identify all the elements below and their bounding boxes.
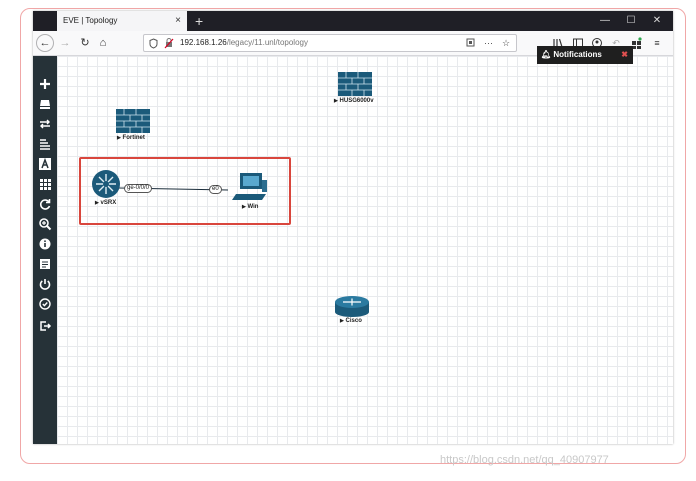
tab-bar: EVE | Topology × + — ☐ ✕	[33, 11, 673, 31]
logout-icon[interactable]	[37, 318, 53, 334]
node-name-vsrx: vSRX	[100, 200, 117, 206]
pc-icon-win[interactable]	[232, 173, 267, 200]
home-button[interactable]: ⌂	[99, 37, 107, 49]
new-tab-button[interactable]: +	[195, 13, 204, 29]
url-path: /legacy/11.unl/topology	[226, 38, 308, 47]
highlight-box	[79, 157, 291, 225]
check-icon[interactable]	[37, 296, 53, 312]
undo-icon[interactable]: ↶	[612, 38, 620, 48]
node-name-husg6000v: HUSG6000v	[339, 98, 374, 104]
node-name-fortinet: Fortinet	[122, 135, 145, 141]
refresh-icon[interactable]	[37, 196, 53, 212]
forward-button[interactable]: →	[59, 37, 71, 49]
close-window-button[interactable]: ✕	[652, 15, 662, 26]
text-icon[interactable]	[37, 156, 53, 172]
interface-label-ge-0-0-0[interactable]: ge-0/0/0	[124, 184, 153, 193]
firewall-icon-husg6000v[interactable]	[338, 72, 372, 96]
nodes-icon[interactable]	[37, 96, 53, 112]
maximize-button[interactable]: ☐	[626, 15, 636, 26]
url-bar[interactable]: 192.168.1.26/legacy/11.unl/topology ··· …	[143, 34, 517, 52]
reload-button[interactable]: ↻	[80, 37, 90, 49]
qr-code-icon[interactable]	[466, 35, 475, 56]
bell-icon: 🔔︎	[541, 50, 552, 59]
eve-sidebar	[33, 56, 57, 444]
info-icon[interactable]	[37, 236, 53, 252]
startup-configs-icon[interactable]	[37, 136, 53, 152]
insecure-lock-icon[interactable]	[164, 35, 174, 57]
networks-icon[interactable]	[37, 116, 53, 132]
zoom-icon[interactable]	[37, 216, 53, 232]
back-button[interactable]: ←	[36, 34, 54, 52]
menu-icon[interactable]: ≡	[654, 38, 660, 48]
node-label-vsrx[interactable]: ▶ vSRX	[95, 200, 117, 206]
minimize-button[interactable]: —	[600, 15, 610, 26]
node-label-win[interactable]: ▶ Win	[242, 204, 259, 210]
url-host: 192.168.1.26	[180, 38, 227, 47]
tab-close-icon[interactable]: ×	[175, 15, 181, 26]
power-icon[interactable]	[37, 276, 53, 292]
notifications-bar[interactable]: 🔔︎ Notifications ✖	[537, 46, 633, 64]
notifications-close-icon[interactable]: ✖	[621, 50, 628, 59]
info-shield-icon[interactable]	[149, 35, 158, 57]
router-icon-cisco[interactable]	[335, 296, 369, 317]
library-icon[interactable]	[551, 34, 565, 58]
page-actions-icon[interactable]: ···	[484, 38, 493, 48]
url-text: 192.168.1.26/legacy/11.unl/topology	[180, 35, 308, 51]
node-label-husg6000v[interactable]: ▶ HUSG6000v	[334, 98, 374, 104]
interface-label-e0[interactable]: e0	[209, 185, 222, 194]
node-label-fortinet[interactable]: ▶ Fortinet	[117, 135, 145, 141]
bookmark-star-icon[interactable]: ☆	[502, 38, 511, 48]
node-name-win: Win	[247, 204, 259, 210]
firewall-icon-fortinet[interactable]	[116, 109, 150, 133]
add-icon[interactable]	[37, 76, 53, 92]
lab-details-icon[interactable]	[37, 256, 53, 272]
router-icon-vsrx[interactable]	[92, 170, 120, 198]
notifications-label: Notifications	[553, 50, 602, 59]
node-label-cisco[interactable]: ▶ Cisco	[340, 318, 362, 324]
extensions-icon[interactable]	[630, 34, 644, 58]
grid-icon[interactable]	[37, 176, 53, 192]
node-name-cisco: Cisco	[345, 318, 362, 324]
watermark: https://blog.csdn.net/qq_40907977	[440, 454, 609, 466]
eve-content	[33, 56, 673, 444]
tab-title: EVE | Topology	[63, 16, 118, 25]
topology-canvas[interactable]	[57, 56, 673, 444]
tab-topology[interactable]: EVE | Topology ×	[57, 11, 187, 31]
